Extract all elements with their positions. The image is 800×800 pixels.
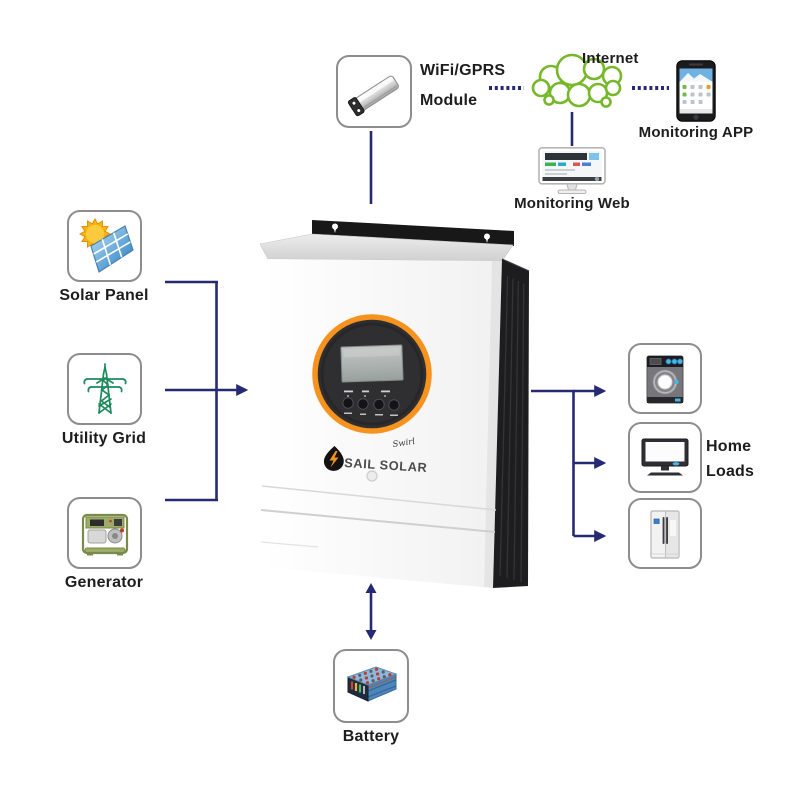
solar-panel-icon <box>78 217 134 273</box>
tv-box <box>628 422 702 493</box>
internet-label: Internet <box>582 50 639 67</box>
utility-grid-icon <box>82 363 127 414</box>
brand-logo: SAIL SOLAR Swirl <box>323 437 428 475</box>
refrigerator-icon <box>650 509 680 559</box>
washing-machine-icon <box>646 355 684 403</box>
tv-icon <box>641 438 689 475</box>
wifi-gprs-module-icon <box>347 75 399 116</box>
control-buttons[interactable] <box>342 397 400 416</box>
panel-seams <box>260 485 497 548</box>
inverter: SAIL SOLAR Swirl <box>259 220 530 588</box>
refrigerator-box <box>628 498 702 569</box>
utility-grid-box <box>67 353 142 425</box>
wifi-module-label-line2: Module <box>420 92 478 109</box>
arrow-battery-heads <box>365 583 377 640</box>
display-status-marks <box>344 390 390 397</box>
battery-label: Battery <box>342 728 400 745</box>
utility-grid-label: Utility Grid <box>61 430 147 447</box>
mounting-bracket <box>312 220 514 246</box>
wifi-module-box <box>336 55 412 128</box>
home-loads-label-line2: Loads <box>706 463 755 480</box>
cloud-icon <box>531 53 623 108</box>
brand-script: Swirl <box>392 437 416 450</box>
battery-box <box>333 649 409 723</box>
smartphone-icon <box>676 60 716 122</box>
monitoring-app-label: Monitoring APP <box>638 124 754 141</box>
home-loads-label-line1: Home <box>706 438 752 455</box>
monitor-icon <box>538 147 606 194</box>
generator-box <box>67 497 142 569</box>
solar-panel-box <box>67 210 142 282</box>
generator-icon <box>81 513 128 556</box>
brand-text: SAIL SOLAR <box>344 455 428 475</box>
monitoring-web-label: Monitoring Web <box>514 195 630 212</box>
wifi-module-label-line1: WiFi/GPRS <box>420 62 506 79</box>
inverter-top-cover <box>259 233 514 262</box>
inverter-heatsink <box>493 258 530 588</box>
status-indicator <box>366 470 378 482</box>
washing-machine-box <box>628 343 702 414</box>
generator-label: Generator <box>64 574 144 591</box>
solar-panel-label: Solar Panel <box>59 287 149 304</box>
battery-icon <box>346 666 398 702</box>
